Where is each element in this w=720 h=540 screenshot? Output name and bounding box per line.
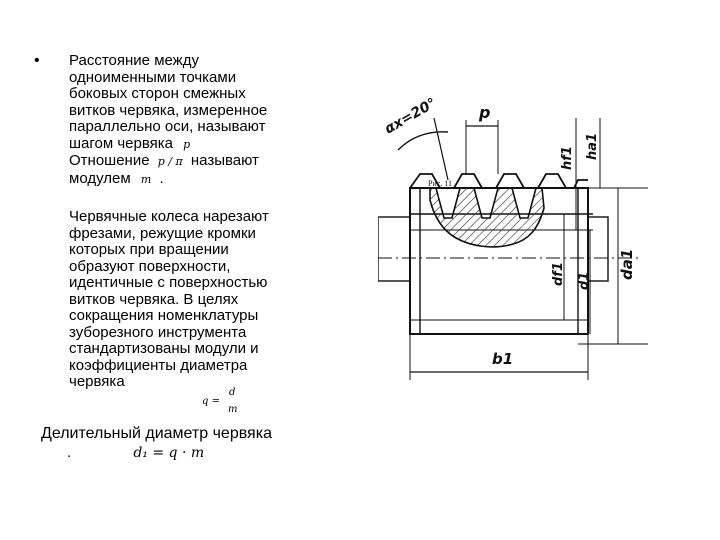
text-line: Отношение p / π называют	[69, 152, 329, 171]
q-formula-denominator: m	[228, 404, 238, 415]
da1-label: da1	[618, 249, 636, 280]
d1-label: d1	[577, 272, 592, 290]
b1-label: b1	[492, 350, 513, 368]
text-line: витков червяка. В целях	[69, 290, 239, 308]
q-formula-numerator: d	[229, 387, 236, 398]
ratio-symbol: p / π	[157, 155, 183, 168]
text-line: Расстояние между	[69, 52, 199, 69]
text-line: параллельно оси, называют	[69, 118, 266, 135]
ha1-label: ha1	[585, 133, 600, 160]
text-fragment: модулем	[69, 169, 131, 187]
d1-formula: d₁ = q · m	[133, 445, 205, 461]
text-line: стандартизованы модули и	[69, 340, 259, 357]
text-fragment: .	[67, 444, 72, 461]
text-line: коэффициенты диаметра	[69, 356, 248, 374]
left-shaft	[378, 216, 411, 282]
text-line: зуборезного инструмента	[69, 323, 247, 341]
text-line: образуют поверхности,	[69, 257, 231, 275]
bullet-marker: •	[34, 52, 40, 69]
pitch-label: p	[478, 103, 490, 122]
angle-arc	[397, 131, 449, 151]
q-formula-lhs: q =	[202, 396, 220, 407]
angle-line	[433, 117, 449, 181]
text-fragment: .	[159, 169, 164, 187]
text-fragment: называют	[190, 152, 259, 169]
worm-drawing: αx=20° p hf1 ha1 df1 d1 da1 b1 Рис. 11	[378, 95, 648, 380]
angle-label: αx=20°	[382, 95, 439, 137]
module-symbol: m	[140, 172, 152, 186]
text-line: боковых сторон смежных	[69, 85, 246, 102]
text-line: шагом червяка p	[69, 134, 329, 154]
text-line: идентичные с поверхностью	[69, 274, 268, 291]
text-line: витков червяка, измеренное	[69, 101, 268, 119]
worm-threads	[409, 173, 588, 189]
figure-caption: Рис. 11	[428, 179, 452, 188]
text-line: сокращения номенклатуры	[69, 307, 259, 324]
text-fragment: Отношение	[69, 152, 150, 169]
right-shaft	[587, 216, 609, 282]
pitch-symbol: p	[183, 137, 191, 151]
text-line: которых при вращении	[69, 241, 229, 258]
hf1-label: hf1	[560, 146, 575, 170]
text-fragment: шагом червяка	[69, 134, 173, 152]
pitch-diameter-heading: Делительный диаметр червяка	[41, 425, 272, 442]
text-line: фрезами, режущие кромки	[69, 224, 256, 242]
text-line: червяка	[69, 373, 125, 390]
d1-formula-line: . d₁ = q · m	[67, 444, 204, 461]
paragraph-worm-wheels: Червячные колеса нарезают фрезами, режущ…	[69, 208, 329, 391]
text-line: одноименными точками	[69, 68, 237, 86]
paragraph-worm-pitch: Расстояние между одноименными точками бо…	[69, 52, 329, 189]
text-line: Червячные колеса нарезают	[69, 208, 269, 225]
text-line: модулем m .	[69, 169, 329, 189]
df1-label: df1	[551, 262, 566, 286]
wheel-section	[429, 187, 545, 248]
